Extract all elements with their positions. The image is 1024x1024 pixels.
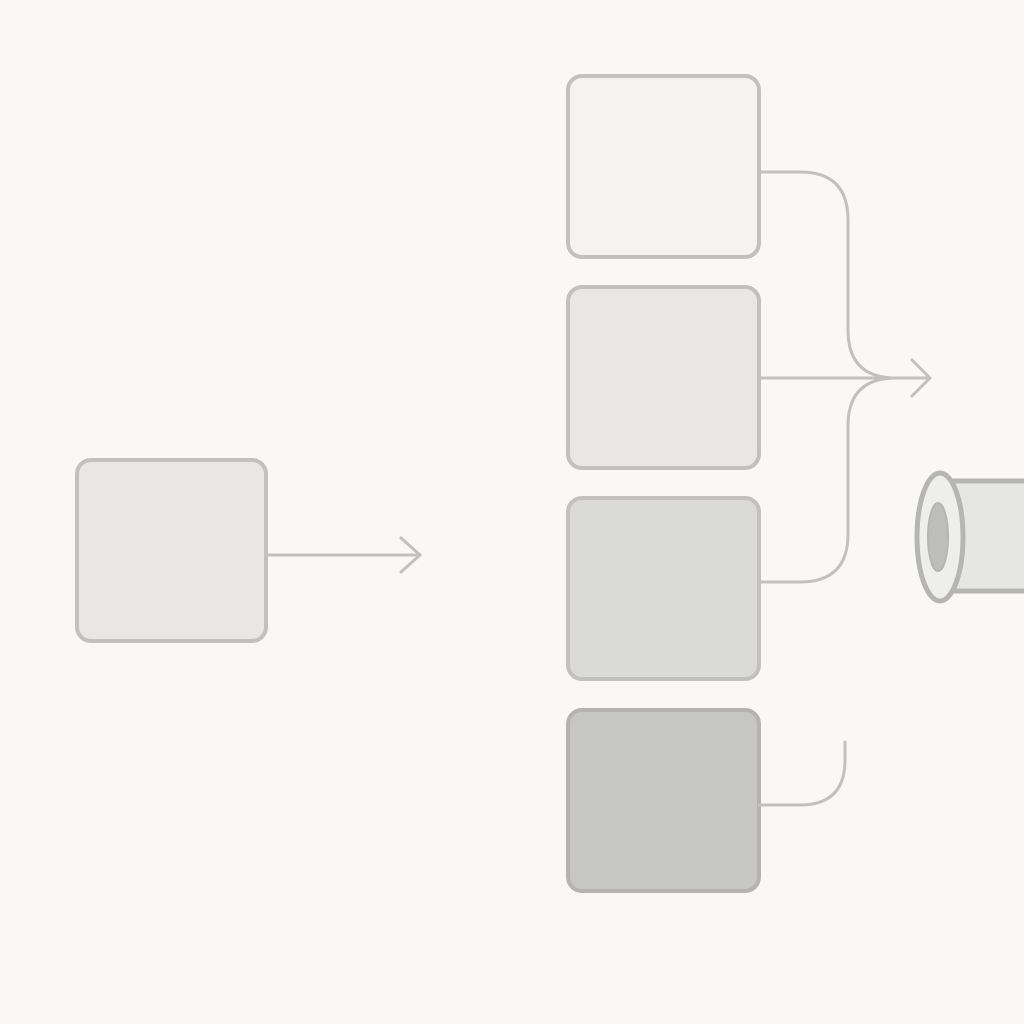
merge-arrow-icon: [910, 358, 932, 398]
connector-block-1: [757, 170, 898, 380]
source-block: [75, 458, 268, 643]
stack-block-1: [566, 74, 761, 259]
source-arrow-icon: [264, 536, 422, 574]
stack-block-2: [566, 285, 761, 470]
pipe-hole: [927, 502, 949, 572]
stack-block-3: [566, 496, 761, 681]
connector-block-3: [757, 376, 898, 584]
connector-block-4: [757, 740, 847, 807]
stack-block-4: [566, 708, 761, 893]
source-arrow-head: [399, 536, 422, 574]
pipe-icon: [914, 470, 1024, 604]
